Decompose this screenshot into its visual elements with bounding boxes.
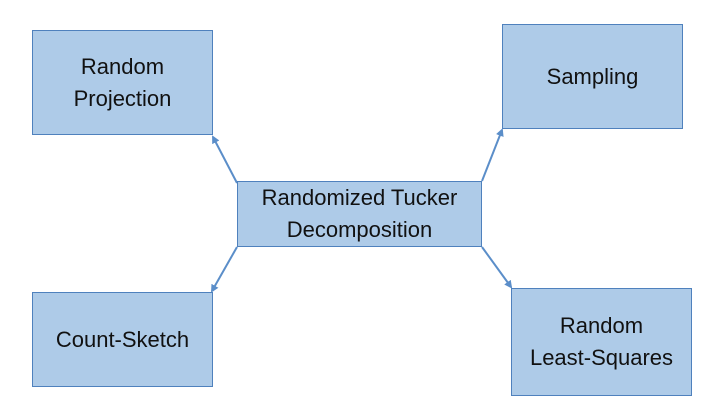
node-random-least-squares: Random Least-Squares — [511, 288, 692, 396]
arrow-to-count-sketch — [211, 246, 238, 293]
node-sampling-label: Sampling — [546, 63, 639, 89]
node-count-sketch-label: Count-Sketch — [55, 326, 190, 352]
node-count-sketch: Count-Sketch — [32, 292, 213, 387]
node-random-least-squares-line1: Random — [559, 313, 644, 338]
node-random-projection-line1: Random — [80, 53, 165, 79]
arrow-to-random-projection — [212, 135, 238, 184]
node-sampling: Sampling — [502, 24, 683, 129]
node-center-line1: Randomized Tucker — [261, 185, 458, 210]
node-random-projection-line2: Projection — [73, 85, 172, 111]
node-random-projection: Random Projection — [32, 30, 213, 135]
node-random-least-squares-line2: Least-Squares — [529, 345, 674, 370]
arrow-to-random-least-squares — [481, 246, 513, 289]
node-center-randomized-tucker-decomposition: Randomized Tucker Decomposition — [237, 181, 482, 247]
arrow-to-sampling — [481, 128, 504, 182]
node-center-line2: Decomposition — [286, 217, 433, 242]
